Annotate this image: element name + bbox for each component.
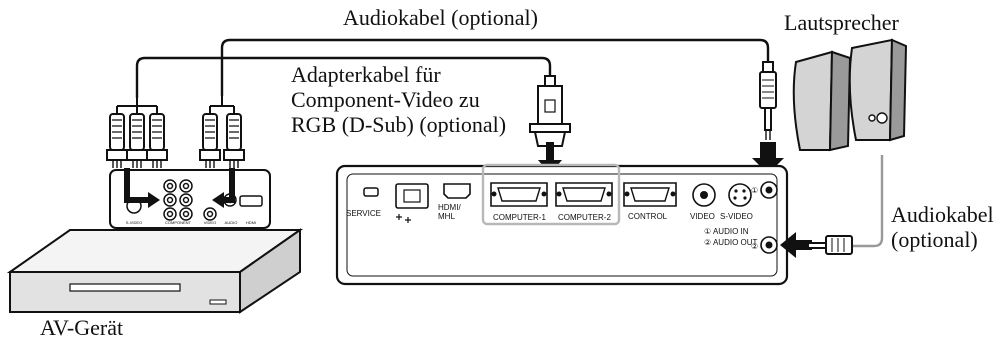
- port-label-service: SERVICE: [346, 209, 381, 218]
- av-port-audio: AUDIO: [225, 220, 238, 225]
- av-port-svideo: S-VIDEO: [126, 220, 142, 225]
- port-label-audio-out: ② AUDIO OUT: [704, 238, 758, 247]
- label-speakers: Lautsprecher: [784, 10, 899, 35]
- av-port-video: VIDEO: [204, 220, 216, 225]
- projector-panel: [335, 163, 789, 286]
- audio-in-plug: [759, 61, 777, 140]
- component-cable-wire: [135, 56, 552, 98]
- audio-plugs: [199, 96, 245, 168]
- label-adapter-line3: RGB (D-Sub) (optional): [291, 112, 507, 137]
- port-label-jack1: ①: [751, 186, 758, 195]
- speakers: [792, 38, 908, 152]
- av-device: [6, 228, 304, 314]
- cable-routes: [135, 38, 884, 248]
- label-audio-cable-right: Audiokabel (optional): [891, 202, 994, 252]
- vga-adapter-plug: [529, 75, 571, 147]
- component-plugs: [106, 98, 168, 168]
- label-speakers-text: Lautsprecher: [784, 10, 899, 35]
- label-adapter-line1: Adapterkabel für: [291, 62, 441, 87]
- av-arrows: [124, 168, 235, 203]
- label-audio-cable-top: Audiokabel (optional): [343, 5, 538, 30]
- label-adapter-cable: Adapterkabel für Component-Video zu RGB …: [291, 62, 506, 137]
- port-label-hdmi-2: MHL: [438, 212, 455, 221]
- label-audio-cable-right-line2: (optional): [891, 227, 978, 252]
- av-port-component: COMPONENT: [165, 220, 192, 225]
- port-label-jack2: ②: [751, 242, 758, 251]
- port-label-audio-in: ① AUDIO IN: [704, 227, 749, 236]
- audio-out-arrow: [780, 232, 812, 258]
- port-label-video: VIDEO: [690, 212, 715, 221]
- av-arrow-head-audio: [212, 192, 224, 208]
- label-av-device: AV-Gerät: [40, 315, 123, 340]
- port-label-control: CONTROL: [628, 212, 668, 221]
- audio-cable-wire: [220, 38, 770, 96]
- label-audio-cable-right-line1: Audiokabel: [891, 202, 994, 227]
- label-adapter-line2: Component-Video zu: [291, 87, 480, 112]
- av-arrow-head-component: [148, 192, 160, 208]
- speaker-cable-wire: [846, 155, 884, 248]
- port-label-computer2: COMPUTER-2: [558, 213, 611, 222]
- port-label-svideo: S-VIDEO: [720, 212, 753, 221]
- label-av-device-text: AV-Gerät: [40, 315, 124, 340]
- port-label-hdmi-1: HDMI/: [438, 203, 461, 212]
- label-audio-cable-top-text: Audiokabel (optional): [343, 5, 538, 30]
- port-label-computer1: COMPUTER-1: [493, 213, 546, 222]
- audio-out-plug: [807, 235, 853, 255]
- av-port-hdmi: HDMI: [246, 220, 256, 225]
